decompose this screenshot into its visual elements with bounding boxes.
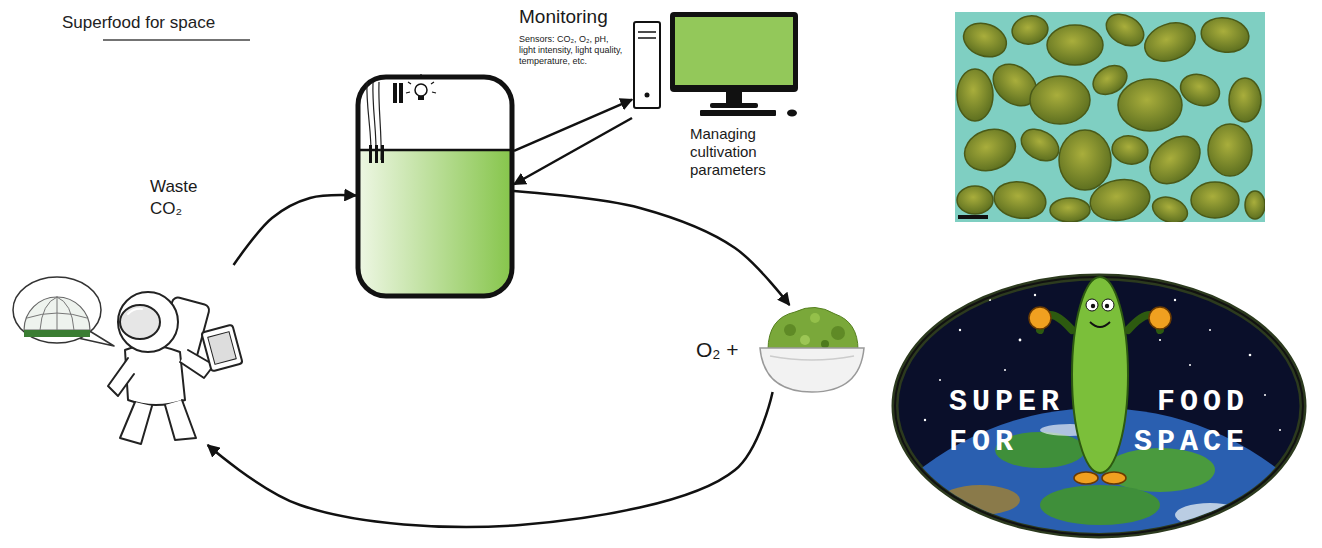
- sensor-list: Sensors: CO₂, O₂, pH, light intensity, l…: [519, 34, 625, 66]
- diagram-title: Superfood for space: [62, 13, 215, 33]
- algae-bowl: [760, 307, 864, 392]
- flow-arrow: [208, 392, 773, 527]
- bioreactor-node: [356, 75, 514, 298]
- superfood-logo: [807, 277, 1322, 548]
- bioreactor: [358, 74, 512, 296]
- logo-text: SUPER FOOD FOR SPACE: [949, 383, 1249, 463]
- astronaut-node: [15, 265, 250, 445]
- flow-arrow: [514, 118, 632, 184]
- astronaut-figure: [13, 277, 243, 444]
- food-bowl-node: O₂ +: [760, 305, 865, 392]
- title-rule: [103, 39, 250, 41]
- flow-arrow: [234, 195, 356, 265]
- computer-icon: [634, 12, 798, 117]
- computer-node: MonitoringSensors: CO₂, O₂, pH, light in…: [632, 10, 802, 118]
- edge-label: Waste CO₂: [150, 176, 212, 220]
- flow-arrow: [514, 100, 632, 151]
- flow-arrow: [514, 191, 789, 305]
- node-caption: Managing cultivation parameters: [690, 125, 808, 179]
- node-heading: Monitoring: [519, 6, 634, 29]
- algae-photo: [955, 8, 1265, 228]
- output-label: O₂ +: [696, 337, 756, 362]
- logo-node: SUPER FOOD FOR SPACE: [893, 275, 1305, 537]
